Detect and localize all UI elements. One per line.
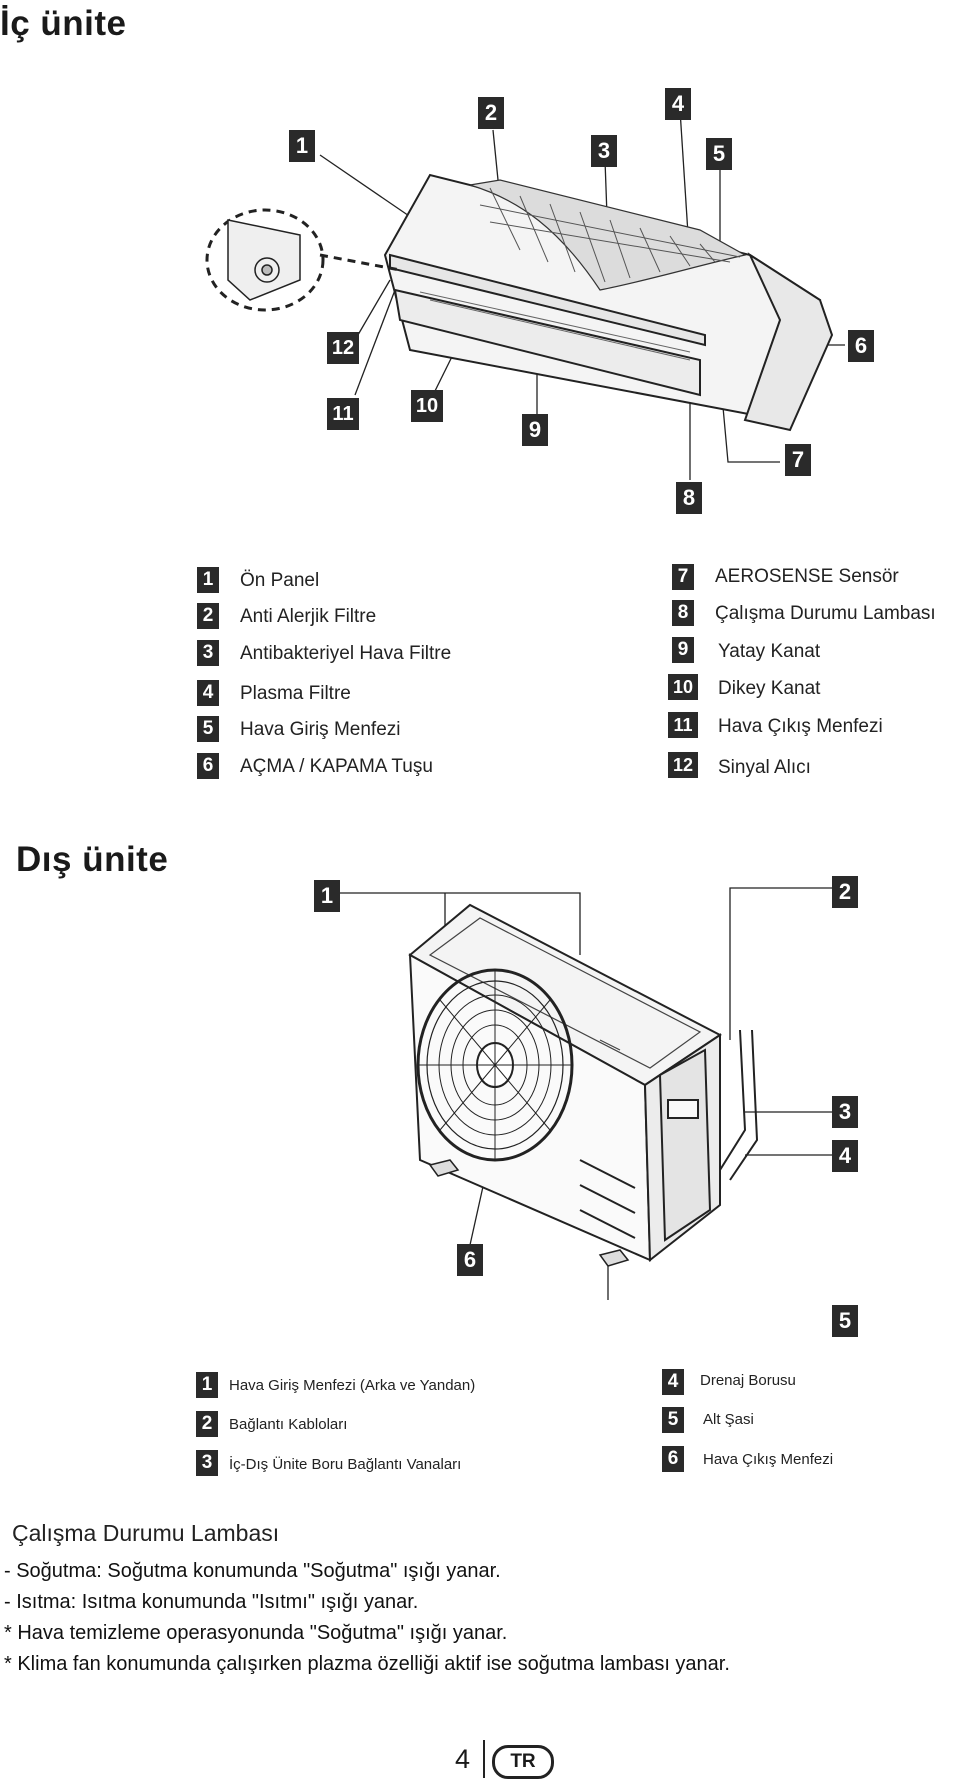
page-number: 4 xyxy=(455,1744,471,1774)
indoor-callout-12: 12 xyxy=(327,332,359,364)
legend-label-9: Yatay Kanat xyxy=(718,641,821,662)
language-badge: TR xyxy=(492,1745,554,1779)
indoor-callout-8: 8 xyxy=(676,482,702,514)
notes-heading: Çalışma Durumu Lambası xyxy=(12,1520,280,1546)
outdoor-legend-label-1: Hava Giriş Menfezi (Arka ve Yandan) xyxy=(229,1377,476,1394)
legend-badge-9: 9 xyxy=(672,637,694,663)
note-line-3: * Hava temizleme operasyonunda "Soğutma"… xyxy=(4,1622,508,1644)
legend-badge-12: 12 xyxy=(668,752,698,778)
legend-label-11: Hava Çıkış Menfezi xyxy=(718,716,883,737)
indoor-callout-2: 2 xyxy=(478,97,504,129)
legend-badge-7: 7 xyxy=(672,564,694,590)
legend-badge-2: 2 xyxy=(197,603,219,629)
legend-label-5: Hava Giriş Menfezi xyxy=(240,719,401,740)
indoor-callout-9: 9 xyxy=(522,414,548,446)
outdoor-callout-2: 2 xyxy=(832,876,858,908)
outdoor-legend-badge-4: 4 xyxy=(662,1369,684,1395)
legend-label-7: AEROSENSE Sensör xyxy=(715,566,899,587)
indoor-callout-6: 6 xyxy=(848,330,874,362)
footer-divider xyxy=(483,1740,485,1778)
legend-label-1: Ön Panel xyxy=(240,570,320,591)
legend-badge-8: 8 xyxy=(672,600,694,626)
legend-label-10: Dikey Kanat xyxy=(718,678,821,699)
indoor-title: İç ünite xyxy=(0,4,127,43)
note-line-4: * Klima fan konumunda çalışırken plazma … xyxy=(4,1653,730,1675)
outdoor-title: Dış ünite xyxy=(16,840,169,879)
outdoor-legend-label-4: Drenaj Borusu xyxy=(700,1372,796,1389)
outdoor-legend-label-6: Hava Çıkış Menfezi xyxy=(703,1451,834,1468)
outdoor-callout-3: 3 xyxy=(832,1096,858,1128)
outdoor-legend-badge-2: 2 xyxy=(196,1411,218,1437)
legend-label-6: AÇMA / KAPAMA Tuşu xyxy=(240,756,433,777)
indoor-callout-3: 3 xyxy=(591,135,617,167)
indoor-callout-10: 10 xyxy=(411,390,443,422)
indoor-callout-7: 7 xyxy=(785,444,811,476)
legend-badge-4: 4 xyxy=(197,680,219,706)
indoor-callout-1: 1 xyxy=(289,130,315,162)
outdoor-callout-5: 5 xyxy=(832,1305,858,1337)
outdoor-callout-4: 4 xyxy=(832,1140,858,1172)
outdoor-unit-diagram xyxy=(330,887,840,1300)
outdoor-callout-1: 1 xyxy=(314,880,340,912)
legend-label-4: Plasma Filtre xyxy=(240,683,351,704)
legend-label-8: Çalışma Durumu Lambası xyxy=(715,603,936,624)
note-line-1: - Soğutma: Soğutma konumunda "Soğutma" ı… xyxy=(4,1560,501,1582)
outdoor-legend-badge-3: 3 xyxy=(196,1450,218,1476)
legend-badge-6: 6 xyxy=(197,753,219,779)
outdoor-callout-6: 6 xyxy=(457,1244,483,1276)
note-line-2: - Isıtma: Isıtma konumunda "Isıtmı" ışığ… xyxy=(4,1591,419,1613)
outdoor-legend-badge-6: 6 xyxy=(662,1446,684,1472)
outdoor-legend-label-5: Alt Şasi xyxy=(703,1411,754,1428)
outdoor-legend-badge-5: 5 xyxy=(662,1407,684,1433)
indoor-unit-diagram xyxy=(205,109,845,480)
legend-label-2: Anti Alerjik Filtre xyxy=(240,606,377,627)
outdoor-legend-label-3: İç-Dış Ünite Boru Bağlantı Vanaları xyxy=(229,1456,462,1473)
indoor-callout-11: 11 xyxy=(327,398,359,430)
legend-label-3: Antibakteriyel Hava Filtre xyxy=(240,643,452,664)
legend-label-12: Sinyal Alıcı xyxy=(718,757,811,778)
indoor-callout-4: 4 xyxy=(665,88,691,120)
legend-badge-1: 1 xyxy=(197,567,219,593)
outdoor-legend-badge-1: 1 xyxy=(196,1372,218,1398)
legend-badge-11: 11 xyxy=(668,712,698,738)
indoor-callout-5: 5 xyxy=(706,138,732,170)
legend-badge-10: 10 xyxy=(668,674,698,700)
outdoor-legend-label-2: Bağlantı Kabloları xyxy=(229,1416,348,1433)
legend-badge-3: 3 xyxy=(197,640,219,666)
legend-badge-5: 5 xyxy=(197,716,219,742)
